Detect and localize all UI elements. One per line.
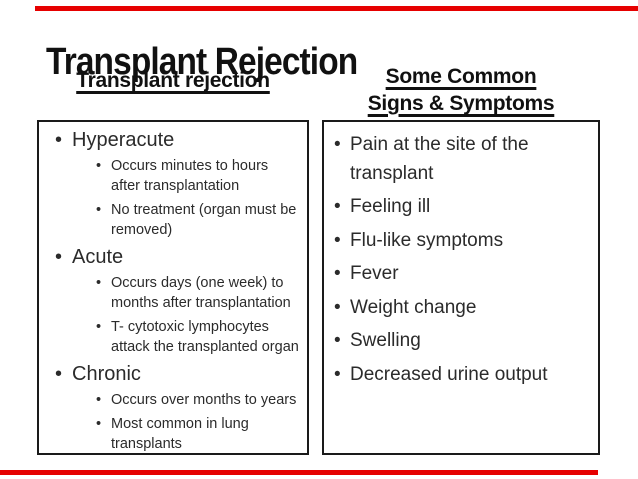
symptom-item: Feeling ill [334, 193, 592, 222]
rejection-detail-item: Occurs minutes to hours after transplant… [96, 156, 301, 196]
rejection-type-label: Hyperacute [72, 129, 175, 151]
rejection-type-item: Acute Occurs days (one week) to months a… [55, 246, 301, 357]
symptoms-list: Pain at the site of the transplant Feeli… [334, 131, 592, 389]
right-column-header: Some Common Signs & Symptoms [322, 64, 600, 118]
symptom-item: Fever [334, 260, 592, 289]
rejection-type-label: Chronic [72, 363, 141, 385]
rejection-detail-item: Occurs over months to years [96, 390, 301, 410]
rejection-types-box: Hyperacute Occurs minutes to hours after… [37, 120, 309, 455]
top-accent-line [35, 6, 638, 11]
rejection-detail-item: Most common in lung transplants [96, 414, 301, 454]
bottom-accent-line [0, 470, 598, 475]
symptom-item: Swelling [334, 327, 592, 356]
rejection-detail-item: No treatment (organ must be removed) [96, 200, 301, 240]
rejection-type-item: Chronic Occurs over months to years Most… [55, 363, 301, 454]
symptom-item: Flu-like symptoms [334, 227, 592, 256]
rejection-detail-item: T- cytotoxic lymphocytes attack the tran… [96, 317, 301, 357]
rejection-detail-item: Occurs days (one week) to months after t… [96, 273, 301, 313]
right-column-header-line1: Some Common [385, 65, 537, 88]
rejection-type-label: Acute [72, 246, 124, 268]
rejection-type-item: Hyperacute Occurs minutes to hours after… [55, 129, 301, 240]
rejection-types-list: Hyperacute Occurs minutes to hours after… [55, 129, 301, 454]
signs-symptoms-box: Pain at the site of the transplant Feeli… [322, 120, 600, 455]
rejection-type-details: Occurs days (one week) to months after t… [96, 273, 301, 357]
symptom-item: Pain at the site of the transplant [334, 131, 592, 188]
left-column-header-text: Transplant rejection [76, 69, 270, 92]
rejection-type-details: Occurs minutes to hours after transplant… [96, 156, 301, 240]
left-column-header: Transplant rejection [37, 68, 309, 95]
symptom-item: Decreased urine output [334, 361, 592, 390]
right-column-header-line2: Signs & Symptoms [367, 91, 555, 115]
slide-title: Transplant Rejection [46, 41, 358, 84]
symptom-item: Weight change [334, 294, 592, 323]
rejection-type-details: Occurs over months to years Most common … [96, 390, 301, 454]
